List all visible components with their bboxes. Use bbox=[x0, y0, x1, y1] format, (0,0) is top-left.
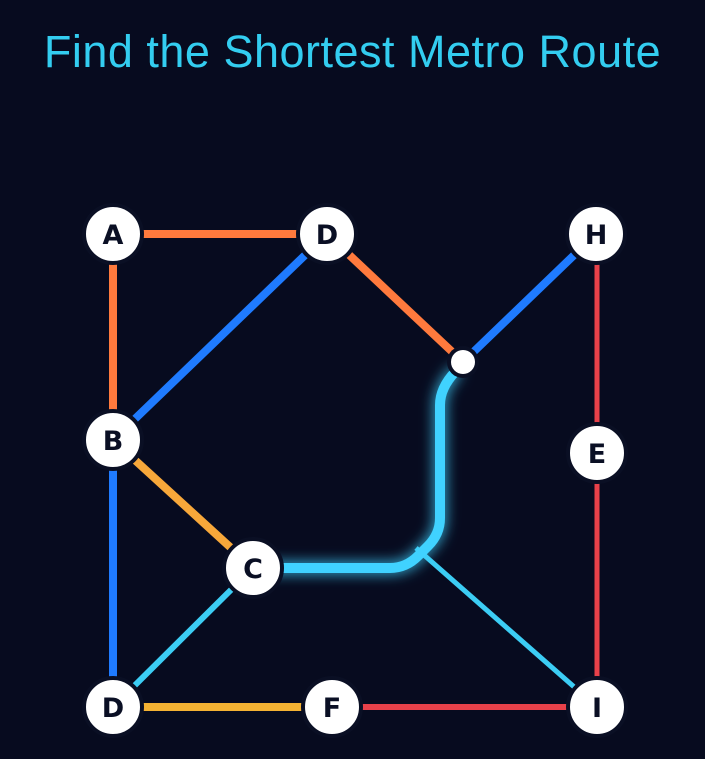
station-i: I bbox=[566, 676, 628, 738]
station-e: E bbox=[566, 422, 628, 484]
junction-dot bbox=[451, 350, 475, 374]
line-b-c bbox=[110, 437, 256, 571]
station-h-label: H bbox=[585, 220, 608, 251]
diagram-title: Find the Shortest Metro Route bbox=[43, 26, 662, 77]
line-c-d-bottom bbox=[110, 565, 256, 710]
station-e-label: E bbox=[588, 439, 606, 470]
station-f-label: F bbox=[323, 693, 341, 724]
line-d-top-b bbox=[110, 231, 330, 443]
station-h: H bbox=[565, 203, 627, 265]
station-d-bottom-label: D bbox=[102, 693, 124, 724]
station-d-top-label: D bbox=[316, 220, 338, 251]
station-a: A bbox=[82, 203, 144, 265]
station-c: C bbox=[222, 537, 284, 599]
station-c-label: C bbox=[243, 554, 263, 585]
station-b-label: B bbox=[103, 426, 124, 457]
station-b: B bbox=[82, 409, 144, 471]
station-d-bottom: D bbox=[82, 676, 144, 738]
station-f: F bbox=[301, 676, 363, 738]
station-a-label: A bbox=[103, 220, 124, 251]
line-route-i bbox=[414, 546, 599, 709]
station-i-label: I bbox=[592, 693, 602, 724]
metro-lines bbox=[109, 230, 600, 711]
line-d-top-junction bbox=[324, 231, 466, 365]
highlighted-route bbox=[248, 367, 460, 573]
station-d-top: D bbox=[296, 203, 358, 265]
